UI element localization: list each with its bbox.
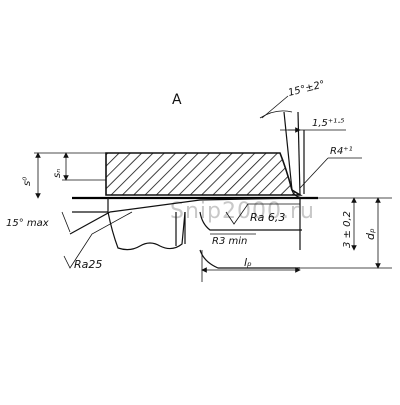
angle-left-label: 15° max: [6, 218, 49, 229]
angle-leader: [261, 95, 289, 119]
r4-leader: [299, 157, 329, 189]
watermark-text: Snip2000.ru: [170, 199, 315, 224]
s-outer-label: s⁰: [22, 177, 33, 186]
radius-top-label: R4⁺¹: [330, 146, 353, 157]
view-label: А: [172, 92, 182, 108]
width-small-label: 1,5⁺¹·⁵: [312, 118, 344, 129]
angle-arc-top: [259, 110, 293, 119]
chamfer-line-2: [297, 111, 301, 196]
lp-label: lₚ: [244, 256, 252, 269]
angle-arc-left: [61, 211, 71, 233]
chamfer-line-1: [283, 111, 293, 191]
roughness-mark-left: [63, 211, 133, 269]
bore-contour: [199, 211, 302, 231]
taper-line: [69, 197, 301, 235]
dp-label: dₚ: [364, 228, 377, 240]
angle-top-label: 15°±2°: [287, 79, 326, 99]
hatched-section: [105, 152, 303, 196]
radius-min-label: R3 min: [212, 236, 247, 247]
break-contour: [107, 211, 186, 251]
height-tol-label: 3 ± 0,2: [342, 211, 353, 248]
roughness-mark-inner: [225, 203, 300, 225]
roughness-left-label: Ra25: [74, 258, 102, 271]
s-inner-label: sₙ: [52, 169, 63, 178]
roughness-inner-label: Ra 6,3: [250, 211, 285, 224]
